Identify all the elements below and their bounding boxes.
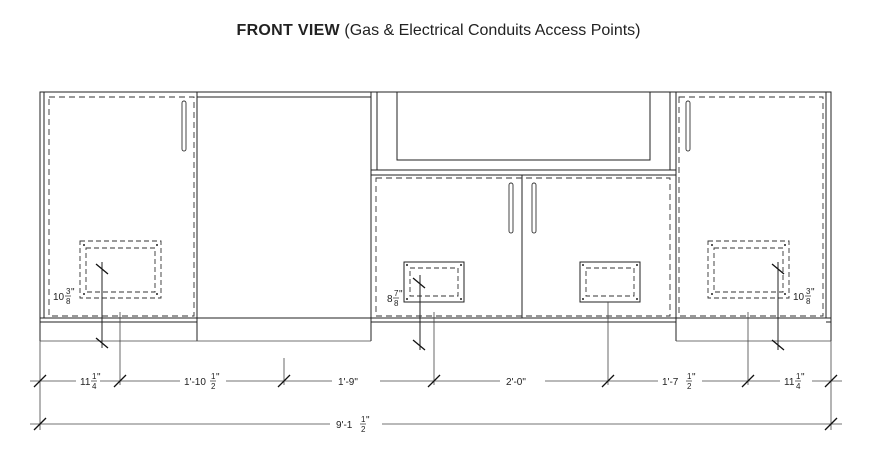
svg-text:10: 10 — [793, 292, 805, 303]
svg-text:4: 4 — [796, 382, 801, 391]
svg-text:1: 1 — [211, 372, 216, 381]
svg-text:1'-7: 1'-7 — [662, 377, 679, 388]
middle-right-door-handle — [531, 182, 537, 234]
middle-cabinet-inner-dashed — [375, 177, 671, 317]
dim-label-1-7-1-2: 1'-7 1 2 " — [662, 372, 696, 391]
svg-text:9'-1: 9'-1 — [336, 420, 353, 431]
extension-lines — [39, 302, 832, 430]
right-cabinet — [675, 91, 832, 319]
grill-cutout — [377, 91, 670, 161]
svg-text:7: 7 — [394, 289, 399, 298]
svg-text:1'-10: 1'-10 — [184, 377, 206, 388]
title-subtitle: (Gas & Electrical Conduits Access Points… — [344, 22, 641, 39]
dim-label-1-9: 1'-9" — [338, 377, 358, 388]
svg-text:": " — [801, 372, 805, 383]
svg-text:1: 1 — [92, 372, 97, 381]
svg-text:2: 2 — [361, 425, 366, 434]
middle-cabinet — [370, 91, 677, 319]
svg-text:2'-0": 2'-0" — [506, 377, 526, 388]
svg-text:": " — [97, 372, 101, 383]
height-label-right: 10 3 8 " — [793, 287, 815, 306]
right-cabinet-inner-dashed — [678, 96, 824, 317]
svg-text:2: 2 — [687, 382, 692, 391]
svg-text:": " — [811, 287, 815, 298]
left-cabinet — [39, 91, 198, 319]
total-dimension — [30, 417, 842, 431]
svg-text:3: 3 — [806, 287, 811, 296]
svg-text:10: 10 — [53, 292, 65, 303]
svg-text:": " — [399, 289, 403, 300]
dimension-row — [30, 374, 842, 388]
left-cabinet-inner-dashed — [48, 96, 195, 317]
svg-text:1'-9": 1'-9" — [338, 377, 358, 388]
dim-label-1-10-1-2: 1'-10 1 2 " — [184, 372, 220, 391]
access-point-left — [79, 240, 162, 348]
svg-text:8: 8 — [394, 299, 399, 308]
svg-text:11: 11 — [784, 377, 795, 388]
access-point-middle-right — [579, 261, 641, 303]
dim-label-total: 9'-1 1 2 " — [336, 415, 370, 434]
svg-text:3: 3 — [66, 287, 71, 296]
drawing-title: FRONT VIEW (Gas & Electrical Conduits Ac… — [0, 22, 877, 40]
title-bold: FRONT VIEW — [236, 22, 340, 39]
right-door-handle — [685, 100, 691, 152]
dim-label-11-1-4-left: 11 1 4 " — [80, 372, 101, 391]
svg-text:1: 1 — [361, 415, 366, 424]
access-point-right — [707, 240, 790, 351]
height-label-left: 10 3 8 " — [53, 287, 75, 306]
svg-text:": " — [692, 372, 696, 383]
svg-text:8: 8 — [806, 297, 811, 306]
dim-label-2-0: 2'-0" — [506, 377, 526, 388]
access-point-middle-left — [403, 261, 465, 351]
svg-text:11: 11 — [80, 377, 91, 388]
svg-text:4: 4 — [92, 382, 97, 391]
middle-left-door-handle — [508, 182, 514, 234]
svg-text:8: 8 — [387, 294, 393, 305]
svg-text:1: 1 — [796, 372, 801, 381]
svg-text:": " — [366, 415, 370, 426]
svg-text:1: 1 — [687, 372, 692, 381]
dim-label-11-1-4-right: 11 1 4 " — [784, 372, 805, 391]
svg-text:": " — [216, 372, 220, 383]
svg-text:8: 8 — [66, 297, 71, 306]
svg-text:": " — [71, 287, 75, 298]
cabinet-outline — [39, 91, 832, 342]
svg-text:2: 2 — [211, 382, 216, 391]
height-label-middle: 8 7 8 " — [387, 289, 403, 308]
left-door-handle — [181, 100, 187, 152]
